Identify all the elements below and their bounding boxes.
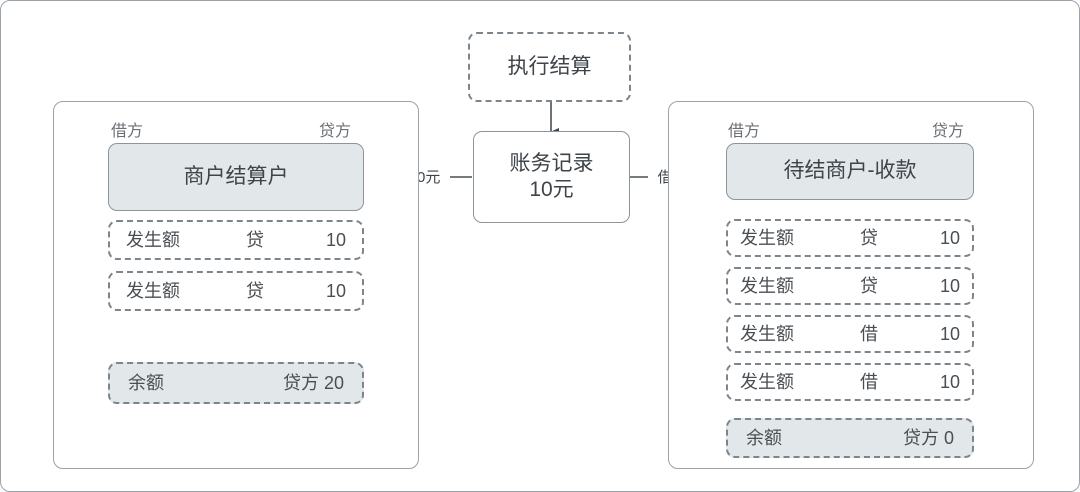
right-entry-row-2[interactable]: 发生额 贷 10 — [726, 267, 974, 305]
trigger-node[interactable]: 执行结算 — [468, 32, 631, 102]
left-balance-row[interactable]: 余额 贷方 20 — [108, 362, 364, 404]
journal-record-line2: 10元 — [529, 178, 574, 201]
left-entry-row-1[interactable]: 发生额 贷 10 — [108, 220, 364, 260]
journal-record-node[interactable]: 账务记录 10元 — [473, 131, 630, 223]
left-entry-row-2-label: 发生额 贷 10 — [125, 280, 347, 301]
right-balance-row[interactable]: 余额 贷方 0 — [726, 418, 974, 458]
right-account-node[interactable]: 待结商户-收款 — [726, 143, 974, 200]
left-entry-row-1-label: 发生额 贷 10 — [125, 229, 347, 250]
left-account-node[interactable]: 商户结算户 — [108, 143, 364, 211]
left-balance-label: 余额 — [128, 372, 164, 393]
right-account-label: 待结商户-收款 — [783, 159, 917, 183]
right-entry-row-4-label: 发生额 借 10 — [739, 371, 961, 392]
right-head-debit: 借方 — [728, 123, 761, 140]
left-head-debit: 借方 — [111, 123, 144, 140]
right-balance-label: 余额 — [746, 427, 782, 448]
right-entry-row-4[interactable]: 发生额 借 10 — [726, 363, 974, 401]
left-account-label: 商户结算户 — [183, 164, 289, 188]
right-head-credit: 贷方 — [932, 123, 965, 140]
trigger-label: 执行结算 — [507, 54, 592, 78]
left-entry-row-2[interactable]: 发生额 贷 10 — [108, 271, 364, 311]
right-entry-row-2-label: 发生额 贷 10 — [739, 275, 961, 296]
right-entry-row-1-label: 发生额 贷 10 — [739, 227, 961, 248]
right-balance-value: 贷方 0 — [902, 427, 954, 448]
right-entry-row-3[interactable]: 发生额 借 10 — [726, 315, 974, 353]
right-entry-row-3-label: 发生额 借 10 — [739, 323, 961, 344]
left-balance-value: 贷方 20 — [282, 372, 344, 393]
journal-record-line1: 账务记录 — [509, 151, 594, 175]
left-head-credit: 贷方 — [319, 123, 352, 140]
right-entry-row-1[interactable]: 发生额 贷 10 — [726, 219, 974, 257]
